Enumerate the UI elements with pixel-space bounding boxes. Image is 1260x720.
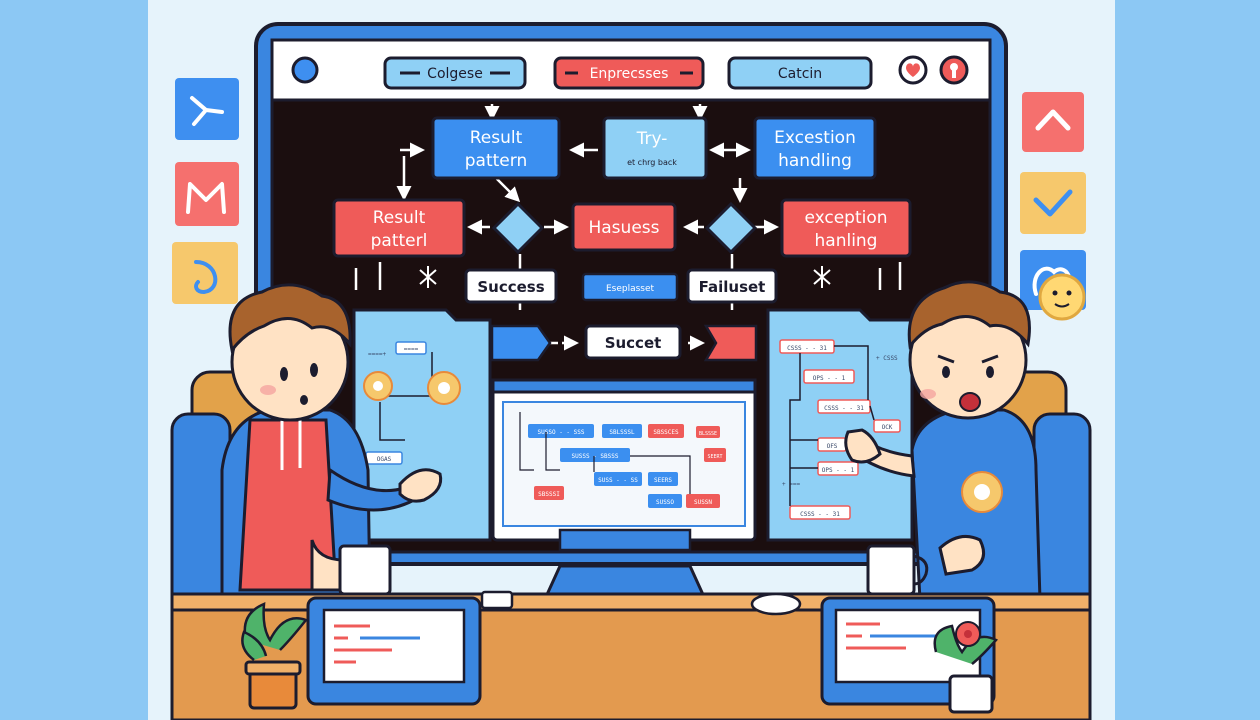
right-panel-label: + CSSS <box>876 355 898 362</box>
failure-label: Failuset <box>699 278 766 296</box>
mouse-icon <box>750 592 802 616</box>
failure-label-box: Failuset <box>686 268 778 304</box>
left-character <box>220 283 443 602</box>
middle-small-label: Eseplasset <box>606 284 655 294</box>
sparkle-icons <box>419 266 831 288</box>
code-chip: SUSSS - SBSSS <box>572 453 619 460</box>
smiley-icon <box>1038 273 1086 321</box>
left-mug <box>338 544 392 596</box>
left-plant <box>241 602 309 710</box>
right-side-band <box>1115 0 1260 720</box>
sun-icon <box>961 471 1003 513</box>
bottom-label: Succet <box>605 334 662 352</box>
flower-icon <box>955 621 981 647</box>
middle-red-box: Hasuess <box>571 202 677 252</box>
code-chip: SBSSCES <box>653 429 679 436</box>
exception-handling-line2: handling <box>778 151 852 171</box>
refresh-icon <box>194 260 218 295</box>
left-panel-label: ====+ <box>368 351 386 358</box>
chevron-up-icon <box>1035 109 1071 131</box>
code-rows: SUSSO - - SSS SBLSSSL SBSSCES SUSSS - SB… <box>519 412 726 508</box>
try-box: Try- et chrg back <box>602 116 708 180</box>
heart-icon[interactable] <box>898 55 928 85</box>
result-pattern-line2: pattern <box>465 151 527 171</box>
keyboard-pad <box>480 590 514 610</box>
exception-handling-box-right: exception hanling <box>780 198 912 258</box>
gear-icon <box>427 371 461 405</box>
left-side-band <box>0 0 148 720</box>
right-panel-label: OFS <box>827 443 838 450</box>
exception-handling-right-line2: hanling <box>815 231 878 251</box>
right-plant <box>933 621 999 714</box>
success-label: Success <box>477 278 544 296</box>
try-subtitle: et chrg back <box>627 158 677 167</box>
side-tiles-left <box>172 78 239 304</box>
success-label-box: Success <box>464 268 558 304</box>
right-panel-label: CSSS - - 31 <box>787 345 827 352</box>
right-character <box>844 280 1042 602</box>
code-chip: SBSSSI <box>538 491 560 498</box>
code-chip: SEERT <box>707 454 722 460</box>
exception-handling-right-line1: exception <box>804 208 887 228</box>
code-chip: SUSS - - SS <box>598 477 638 484</box>
mail-icon <box>186 182 226 214</box>
share-icon <box>190 96 224 126</box>
result-pattern-left-line1: Result <box>373 208 426 228</box>
tab-label: Catcin <box>778 66 822 82</box>
middle-red-label: Hasuess <box>588 218 659 238</box>
result-pattern-line1: Result <box>470 128 523 148</box>
code-chip: SEERS <box>654 477 672 484</box>
side-tiles-right <box>1020 92 1086 321</box>
code-chip: BLSSSE <box>699 431 717 437</box>
right-panel-label: OCK <box>882 424 893 431</box>
code-chip: SUSSO - - SSS <box>538 429 585 436</box>
window-tabs: Colgese Enprecsses Catcin <box>383 55 969 90</box>
checkmark-icon <box>1033 189 1073 217</box>
code-chip: SUSSN <box>694 499 712 506</box>
right-document-panel: CSSS - - 31 OPS - - 1 CSSS - - 31 OFS OP… <box>766 308 914 542</box>
tab-catcin[interactable]: Catcin <box>727 56 873 90</box>
left-panel-label: ==== <box>404 346 419 353</box>
decision-diamond-right <box>704 201 758 255</box>
right-panel-label: + === <box>782 481 800 488</box>
exception-handling-line1: Excestion <box>774 128 856 148</box>
left-laptop <box>306 596 482 706</box>
tab-enprecsses[interactable]: Enprecsses <box>553 56 705 90</box>
result-pattern-box-top: Result pattern <box>431 116 561 180</box>
result-pattern-left-line2: patterl <box>371 231 428 251</box>
tab-colgese[interactable]: Colgese <box>383 56 527 90</box>
center-monitor: SUSSO - - SSS SBLSSSL SBSSCES SUSSS - SB… <box>491 378 757 612</box>
left-panel-label: OGAS <box>377 456 392 463</box>
right-panel-label: CSSS - - 31 <box>800 511 840 518</box>
code-chip: SUSSO <box>656 499 674 506</box>
circle-icon <box>291 56 319 84</box>
bottom-connector-blocks <box>490 324 758 362</box>
right-panel-label: OPS - - 1 <box>813 375 846 382</box>
tab-label: Enprecsses <box>590 66 669 82</box>
lock-icon[interactable] <box>939 55 969 85</box>
decision-diamond-left <box>491 201 545 255</box>
code-chip: SBLSSSL <box>609 429 635 436</box>
gear-icon <box>363 371 393 401</box>
tab-label: Colgese <box>427 66 483 82</box>
right-panel-label: CSSS - - 31 <box>824 405 864 412</box>
result-pattern-box-left: Result patterl <box>332 198 466 258</box>
middle-small-box: Eseplasset <box>581 272 679 302</box>
bottom-label-box: Succet <box>584 324 682 360</box>
exception-handling-box-top: Excestion handling <box>753 116 877 180</box>
right-panel-label: OPS - - 1 <box>822 467 855 474</box>
try-title: Try- <box>636 129 668 149</box>
